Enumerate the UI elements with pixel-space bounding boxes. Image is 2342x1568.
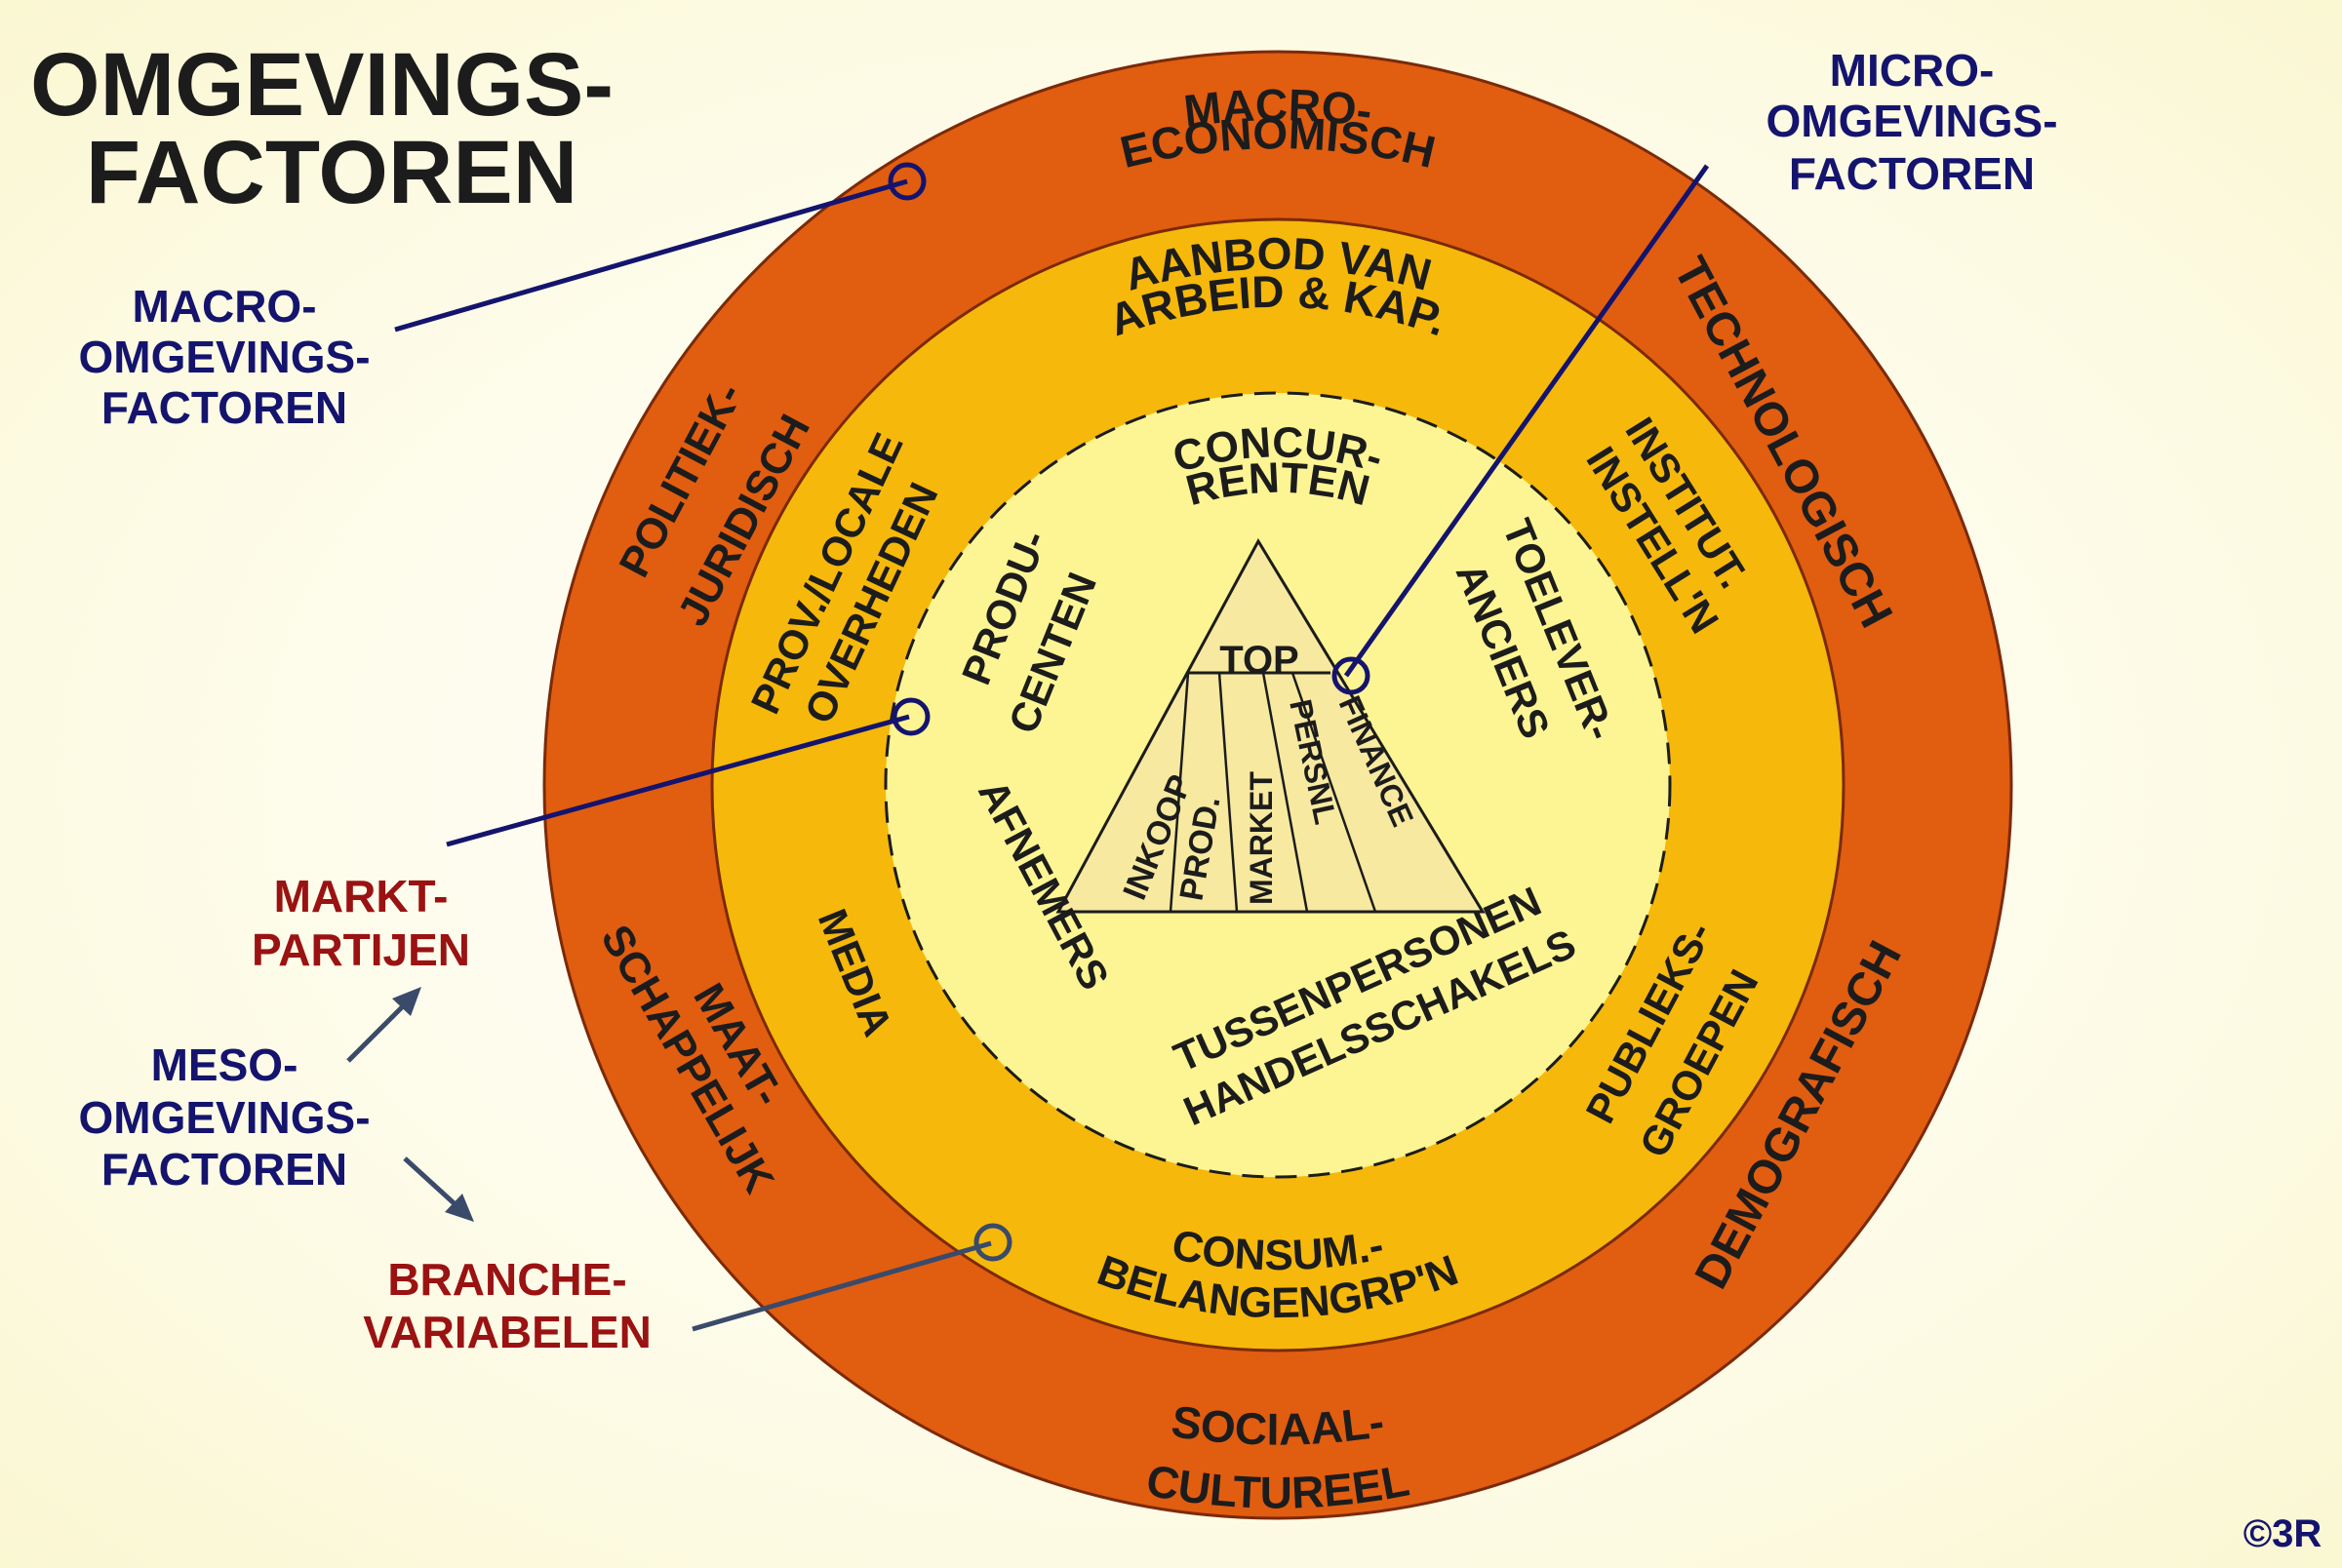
legend-meso-3: FACTOREN — [101, 1144, 347, 1195]
arrow-head-down-icon — [445, 1194, 474, 1222]
arrow-head-up-icon — [392, 987, 421, 1016]
macro-marker — [888, 162, 927, 201]
title-line-2: FACTOREN — [86, 123, 577, 222]
arrow-meso-to-branche — [403, 1156, 462, 1211]
legend-meso-2: OMGEVINGS- — [78, 1092, 370, 1143]
legend-macro-1: MACRO- — [132, 281, 316, 332]
legend-macro-3: FACTOREN — [101, 382, 347, 433]
title-line-1: OMGEVINGS- — [30, 35, 614, 135]
micro-connector-line — [1343, 164, 1710, 678]
pyramid-shape — [1055, 537, 1486, 914]
legend-branche: BRANCHE- VARIABELEN — [363, 1254, 652, 1357]
legend-branche-1: BRANCHE- — [387, 1254, 626, 1305]
pyramid-section-market: MARKET — [1244, 771, 1279, 905]
legend-markt-2: PARTIJEN — [252, 924, 470, 975]
markt-marker — [892, 697, 931, 736]
legend-micro: MICRO- OMGEVINGS- FACTOREN — [1766, 45, 2057, 199]
markt-connector-line — [446, 714, 910, 847]
branche-marker — [973, 1223, 1012, 1262]
legend-branche-2: VARIABELEN — [363, 1307, 652, 1357]
arrow-meso-to-markt — [346, 998, 412, 1063]
legend-meso: MESO- OMGEVINGS- FACTOREN — [78, 1039, 370, 1195]
legend-micro-2: OMGEVINGS- — [1766, 96, 2057, 146]
macro-connector-line — [394, 178, 908, 333]
page-title: OMGEVINGS- FACTOREN — [30, 35, 614, 222]
copyright-badge: ©3R — [2243, 1512, 2322, 1555]
legend-markt: MARKT- PARTIJEN — [252, 871, 470, 975]
label-macro-economisch-1: MACRO- — [1181, 79, 1375, 137]
label-sociaal-cultureel-1: SOCIAAL- — [1169, 1395, 1387, 1455]
legend-markt-1: MARKT- — [274, 871, 449, 921]
branche-connector-line — [692, 1240, 992, 1332]
connectors — [346, 162, 1710, 1332]
pyramid-top-label: TOP — [1219, 639, 1299, 682]
legend-meso-1: MESO- — [151, 1039, 298, 1090]
legend-micro-1: MICRO- — [1830, 45, 1995, 96]
legend-micro-3: FACTOREN — [1789, 148, 2035, 199]
legend-macro-2: OMGEVINGS- — [78, 332, 370, 382]
micro-marker — [1331, 656, 1370, 695]
organisation-pyramid: TOP INKOOP PROD. MARKET PERSNL FINANCE — [1055, 537, 1486, 914]
legend-macro: MACRO- OMGEVINGS- FACTOREN — [78, 281, 370, 433]
